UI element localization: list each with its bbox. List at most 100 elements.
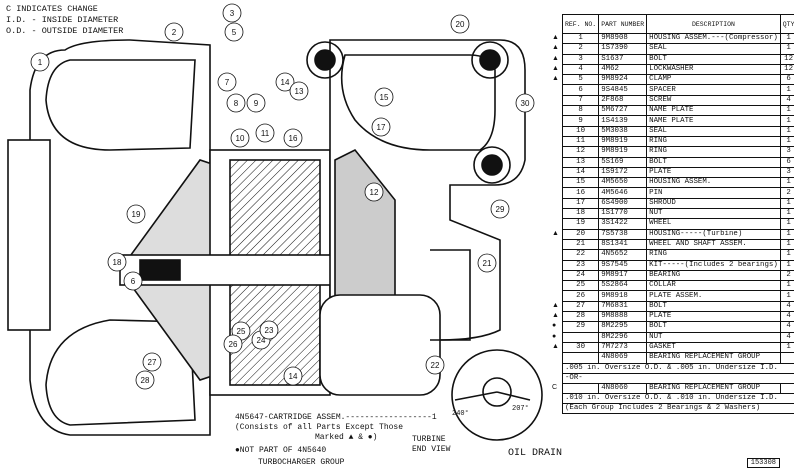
part-number-cell: 2F868 <box>598 94 648 107</box>
qty-cell: 4 <box>779 311 794 323</box>
description-cell: RING <box>646 146 781 158</box>
description-cell: SCREW <box>646 94 781 107</box>
part-number-cell: 8M2295 <box>598 321 648 333</box>
table-note-row: .010 in. Oversize O.D. & .010 in. Unders… <box>561 392 794 404</box>
qty-cell: 1 <box>779 341 794 354</box>
part-number-cell: 1S9172 <box>598 166 648 179</box>
figure-number: 153308 <box>746 458 780 468</box>
svg-text:6: 6 <box>131 277 136 286</box>
description-cell: RING <box>646 135 781 148</box>
qty-cell: 1 <box>779 238 794 251</box>
qty-cell: 3 <box>779 166 794 179</box>
description-cell: HOUSING ASSEM. <box>646 177 781 189</box>
part-number-cell: 7M6831 <box>598 300 648 313</box>
ref-cell: 25 <box>561 280 600 292</box>
change-marker: ▲ <box>552 44 559 51</box>
description-cell: SEAL <box>646 43 781 55</box>
qty-cell: 1 <box>779 290 794 302</box>
qty-cell: 6 <box>779 156 794 168</box>
part-number-cell: 9S7545 <box>598 259 648 271</box>
qty-cell: 1 <box>779 197 794 210</box>
ref-cell: 21 <box>561 238 600 251</box>
description-cell: RING <box>646 249 781 261</box>
qty-cell: 1 <box>779 135 794 148</box>
legend-od: O.D. - OUTSIDE DIAMETER <box>6 26 124 36</box>
ref-cell: 14 <box>561 166 600 179</box>
qty-cell <box>779 352 794 364</box>
part-number-cell: 5M6727 <box>598 105 648 117</box>
qty-cell: 4 <box>779 321 794 333</box>
description-cell: NUT <box>646 208 781 220</box>
part-number-cell: 7M7273 <box>598 341 648 354</box>
oversize-note-2: .010 in. Oversize O.D. & .010 in. Unders… <box>561 392 794 404</box>
svg-text:23: 23 <box>265 326 274 335</box>
change-marker: ▲ <box>552 55 559 62</box>
table-note-row: .005 in. Oversize O.D. & .005 in. Unders… <box>561 362 794 374</box>
ref-cell: 1 <box>561 32 600 45</box>
qty-cell: 4 <box>779 94 794 107</box>
svg-text:21: 21 <box>483 259 492 268</box>
legend-change: C INDICATES CHANGE <box>6 4 98 14</box>
ref-cell: 3 <box>561 53 600 65</box>
change-marker: ▲ <box>552 230 559 237</box>
qty-cell: 3 <box>779 146 794 158</box>
description-cell: PLATE <box>646 311 781 323</box>
description-cell: SEAL <box>646 125 781 137</box>
description-cell: BOLT <box>646 300 781 313</box>
ref-cell: 7 <box>561 94 600 107</box>
ref-cell: 9 <box>561 115 600 127</box>
svg-text:17: 17 <box>377 123 386 132</box>
svg-text:26: 26 <box>229 340 238 349</box>
part-number-cell: 3S1422 <box>598 218 648 230</box>
qty-cell <box>779 382 794 394</box>
part-number-cell: 4N8060 <box>598 382 648 394</box>
ref-cell: 18 <box>561 208 600 220</box>
svg-text:22: 22 <box>431 361 440 370</box>
svg-text:18: 18 <box>113 258 122 267</box>
svg-text:20: 20 <box>456 20 465 29</box>
ref-cell: 11 <box>561 135 600 148</box>
turbine-view-label: TURBINE <box>412 435 446 444</box>
turbine-view-label-2: END VIEW <box>412 445 451 454</box>
qty-cell: 2 <box>779 269 794 282</box>
qty-cell: 1 <box>779 259 794 271</box>
oversize-note-1: .005 in. Oversize O.D. & .005 in. Unders… <box>561 362 794 374</box>
ref-cell: 22 <box>561 249 600 261</box>
qty-cell: 1 <box>779 43 794 55</box>
qty-cell: 4 <box>779 331 794 343</box>
description-cell: SHROUD <box>646 197 781 210</box>
description-cell: BEARING REPLACEMENT GROUP <box>646 382 781 394</box>
description-cell: PLATE <box>646 166 781 179</box>
svg-text:25: 25 <box>237 327 246 336</box>
part-number-cell: 9M8919 <box>598 135 648 148</box>
part-number-cell: 9M8924 <box>598 74 648 86</box>
cartridge-note-3: Marked ▲ & ●) <box>315 433 378 442</box>
change-marker: C <box>552 384 558 391</box>
part-number-cell: 5S169 <box>598 156 648 168</box>
part-number-cell: 5M3038 <box>598 125 648 137</box>
group-title: TURBOCHARGER GROUP <box>258 458 345 467</box>
table-note-row: (Each Group Includes 2 Bearings & 2 Wash… <box>561 402 794 414</box>
qty-cell: 1 <box>779 208 794 220</box>
ref-cell <box>561 352 600 364</box>
svg-text:16: 16 <box>289 134 298 143</box>
